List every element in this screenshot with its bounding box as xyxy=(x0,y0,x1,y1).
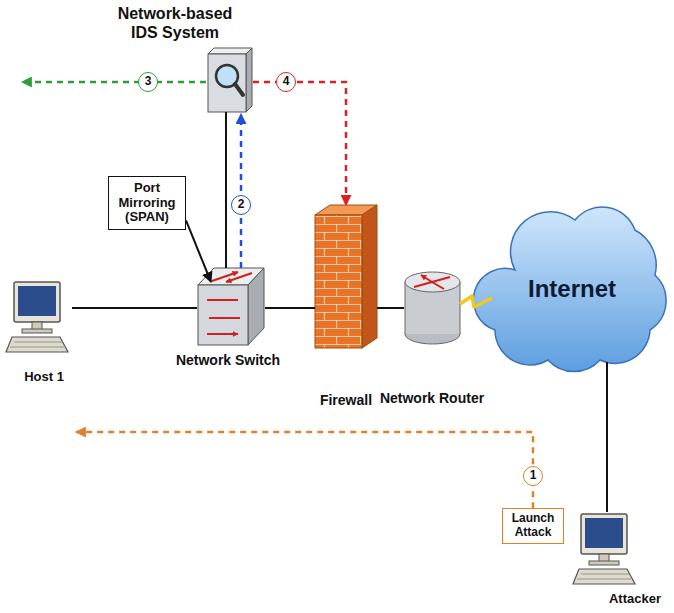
icon-area xyxy=(197,266,265,346)
node-label: Network-based IDS System xyxy=(105,5,245,42)
node-label: Port Mirroring (SPAN) xyxy=(114,181,180,226)
ids-sensor-icon xyxy=(246,48,252,112)
firewall-icon xyxy=(362,205,377,348)
icon-area xyxy=(8,280,72,360)
network-router-icon xyxy=(405,272,460,344)
network-switch-icon xyxy=(198,285,248,345)
mirror-arrow xyxy=(240,114,243,268)
callout-number: 3 xyxy=(138,72,158,92)
host-computer: Host 1 xyxy=(8,280,72,385)
network-link xyxy=(377,307,404,309)
host-computer-icon xyxy=(6,282,68,352)
network-link xyxy=(225,112,227,268)
icon-area xyxy=(315,205,377,348)
network-switch-icon xyxy=(198,268,264,345)
label-holder: Host 1 xyxy=(20,370,60,385)
internet-cloud-shape xyxy=(473,207,666,371)
host-computer-icon xyxy=(6,282,68,352)
callout-box: Launch Attack xyxy=(502,508,564,544)
network-switch-icon xyxy=(226,273,252,282)
network-switch-icon xyxy=(207,300,240,334)
firewall: Firewall xyxy=(315,205,377,408)
icon-area xyxy=(575,512,639,592)
label-holder: Attacker xyxy=(581,592,633,607)
attack-arrow xyxy=(76,432,533,508)
label-holder: Network-based IDS System xyxy=(160,5,300,42)
network-switch-icon xyxy=(248,268,264,345)
firewall-icon xyxy=(315,215,362,348)
ids-sensor-icon xyxy=(208,48,252,54)
pointer-arrow xyxy=(186,220,211,282)
node-label: Firewall xyxy=(320,392,372,408)
network-link xyxy=(606,362,608,512)
wan-link xyxy=(460,296,492,307)
alert-arrow xyxy=(22,81,206,84)
label-holder: Network Switch xyxy=(179,352,283,368)
attacker-computer-icon xyxy=(573,514,635,584)
internet-cloud: Internet xyxy=(484,206,660,372)
callout-number: 4 xyxy=(276,72,296,92)
network-router: Network Router xyxy=(380,270,484,406)
label-holder: Firewall xyxy=(320,392,372,408)
alert-arrow xyxy=(22,82,206,83)
network-link xyxy=(265,307,315,309)
node-label: Launch Attack xyxy=(507,512,559,540)
callout-number: 2 xyxy=(231,195,251,215)
attacker-computer-icon xyxy=(573,514,635,584)
ids-sensor-icon xyxy=(235,84,243,95)
network-router-icon xyxy=(405,272,460,292)
label-holder: Network Router xyxy=(380,390,484,406)
firewall-icon xyxy=(315,205,377,348)
callout-box: Port Mirroring (SPAN) xyxy=(108,176,186,231)
block-arrow xyxy=(253,82,346,205)
callout-number: 1 xyxy=(523,466,543,486)
network-router-icon xyxy=(414,275,450,289)
network-switch: Network Switch xyxy=(179,266,283,368)
internet-cloud-shape xyxy=(473,207,666,371)
ids-sensor-icon xyxy=(208,54,246,112)
icon-area xyxy=(404,270,460,346)
ids-sensor-icon xyxy=(208,48,252,112)
attacker-computer: Attacker xyxy=(575,512,639,607)
network-link xyxy=(72,307,197,309)
node-label: Host 1 xyxy=(24,370,64,385)
ids-sensor: Network-based IDS System xyxy=(160,5,300,112)
node-label: Attacker xyxy=(609,592,661,607)
node-label: Network Router xyxy=(380,390,484,406)
icon-area xyxy=(207,48,253,112)
node-label: Network Switch xyxy=(176,352,280,368)
node-label: Internet xyxy=(528,275,616,303)
